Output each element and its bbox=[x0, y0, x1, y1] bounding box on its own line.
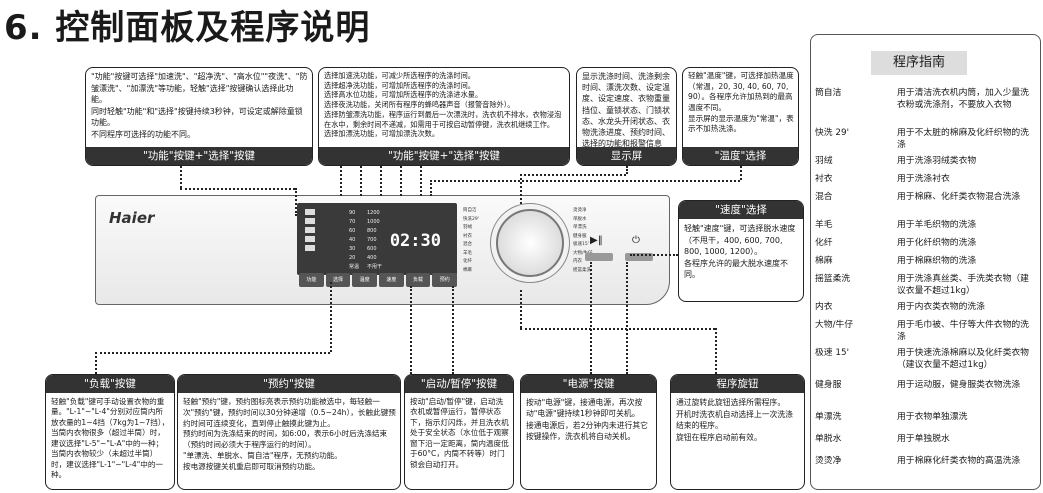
power-icon: ⏻ bbox=[632, 235, 640, 246]
callout-caption: "预约"按键 bbox=[178, 375, 400, 393]
display-icons bbox=[305, 209, 335, 254]
callout-line: 选择加漂洗功能，可增加漂洗次数。 bbox=[324, 129, 440, 139]
callout-line: "单漂洗、单脱水、筒自洁"程序，无预约功能。 bbox=[183, 450, 342, 460]
display-time: 02:30 bbox=[389, 231, 441, 251]
start-pause-button[interactable] bbox=[585, 253, 613, 261]
callout-caption: 程序旋钮 bbox=[671, 375, 804, 393]
callout-line: 按动"电源"键，接通电源，再次按动"电源"键持续1秒钟即可关机。 bbox=[526, 398, 643, 419]
callout-line: 按电源按键关机重启即可取消预约功能。 bbox=[183, 461, 320, 471]
temperature-button[interactable]: 温度 bbox=[352, 273, 378, 287]
reserve-button[interactable]: 预约 bbox=[432, 273, 458, 287]
callout-caption: "温度"选择 bbox=[683, 147, 798, 165]
callout-caption: "负载"按键 bbox=[46, 375, 174, 393]
callout-caption: 显示屏 bbox=[577, 147, 676, 165]
callout-line: 选择夜洗功能，关闭所有程序的蜂鸣器声音（报警音除外）。 bbox=[324, 100, 515, 110]
callout-line: "功能"按键可选择"加速洗"、"超净洗"、"高水位""夜洗"、"防皱漂洗"、"加… bbox=[91, 72, 308, 105]
callout-caption: "功能"按键+"选择"按键 bbox=[319, 147, 569, 165]
callout-load: "负载"按键 轻触"负载"键可手动设置衣物的重量。"L-1"~"L-4"分别对应… bbox=[45, 374, 175, 490]
callout-caption: "电源"按键 bbox=[521, 375, 656, 393]
callout-text: 按动"启动/暂停"键，启动洗衣机或暂停运行，暂停状态下，指示灯闪烁，并且洗衣机处… bbox=[410, 397, 509, 469]
start-pause-icon: ▶‖ bbox=[590, 235, 603, 246]
knob-labels-right: 烫烫净单脱水单漂洗健身服极速15'大物/牛仔内衣摇篮柔洗 bbox=[573, 208, 593, 273]
callout-program-knob: 程序旋钮 通过旋转此旋钮选择所需程序。 开机时洗衣机自动选择上一次洗涤结束的程序… bbox=[670, 374, 805, 490]
callout-display: 显示洗涤时间、洗涤剩余时间、漂洗次数、设定温度、设定速度、衣物重量挡位、童锁状态… bbox=[576, 67, 677, 166]
brand-logo: Haier bbox=[109, 209, 155, 227]
callout-line: 轻触"预约"键，预约图标亮表示预约功能被选中，每轻触一次"预约"键，预约时间以3… bbox=[183, 397, 396, 428]
callout-line: 选择防皱漂洗功能，程序运行到最后一次漂洗时，洗衣机不排水，衣物浸泡在水中，剩余时… bbox=[324, 109, 562, 129]
callout-line: 轻触"速度"键，可选择脱水速度（不甩干，400, 600, 700, 800, … bbox=[684, 224, 796, 257]
guide-title: 程序指南 bbox=[871, 51, 967, 75]
callout-caption: "速度"选择 bbox=[679, 201, 803, 219]
program-knob[interactable] bbox=[496, 209, 564, 277]
callout-line: 通过旋转此旋钮选择所需程序。 bbox=[676, 398, 786, 407]
callout-power: "电源"按键 按动"电源"键，接通电源，再次按动"电源"键持续1秒钟即可关机。 … bbox=[520, 374, 657, 490]
program-guide: 程序指南 筒自洁用于清洁洗衣机内筒，加入少量洗衣粉或洗涤剂，不要放入衣物 快洗 … bbox=[810, 34, 1041, 490]
callout-line: 同时轻触"功能"和"选择"按键持续3秒钟，可设定或解除童锁功能。 bbox=[91, 106, 303, 128]
callout-temperature: 轻触"温度"键，可选择加热温度（常温，20, 30, 40, 60, 70, 9… bbox=[682, 67, 799, 166]
callout-line: 各程序允许的最大脱水速度不同。 bbox=[684, 258, 788, 280]
callout-line: 开机时洗衣机自动选择上一次洗涤结束的程序。 bbox=[676, 409, 793, 431]
callout-line: 预约时间为洗涤结束的时间，如6:00，表示6小时后洗涤结束（预约时间必须大于程序… bbox=[183, 429, 388, 450]
callout-function-button: "功能"按键可选择"加速洗"、"超净洗"、"高水位""夜洗"、"防皱漂洗"、"加… bbox=[85, 67, 313, 166]
callout-line: 轻触"温度"键，可选择加热温度（常温，20, 30, 40, 60, 70, 9… bbox=[688, 71, 794, 112]
speed-button[interactable]: 速度 bbox=[379, 273, 404, 287]
callout-line: 选择高水位功能，可增加所选程序的洗涤进水量。 bbox=[324, 90, 483, 100]
callout-caption: "功能"按键+"选择"按键 bbox=[86, 147, 312, 165]
callout-text: 轻触"负载"键可手动设置衣物的重量。"L-1"~"L-4"分别对应筒内所放衣量的… bbox=[51, 397, 170, 480]
page-title: 6. 控制面板及程序说明 bbox=[4, 8, 371, 48]
callout-line: 选择超净洗功能，可增加所选程序的洗涤时间。 bbox=[324, 80, 475, 90]
callout-line: 旋钮在程序启动前有效。 bbox=[676, 433, 762, 443]
load-button[interactable]: 负载 bbox=[405, 273, 431, 287]
callout-line: 接通电源后，若2分钟内未进行其它按键操作，洗衣机将自动关机。 bbox=[526, 420, 648, 441]
panel-button-row: 功能 选择 温度 速度 负载 预约 bbox=[299, 273, 458, 287]
knob-labels-left: 筒自洁快洗29'羽绒衬衣混合羊毛化纤棉麻 bbox=[463, 208, 479, 273]
callout-line: 显示屏的显示温度为"常温"，表示不加热洗涤。 bbox=[688, 113, 794, 134]
callout-reserve: "预约"按键 轻触"预约"键，预约图标亮表示预约功能被选中，每轻触一次"预约"键… bbox=[177, 374, 401, 490]
callout-start-pause: "启动/暂停"按键 按动"启动/暂停"键，启动洗衣机或暂停运行，暂停状态下，指示… bbox=[404, 374, 514, 490]
function-button[interactable]: 功能 bbox=[299, 273, 324, 287]
callout-line: 选择加速洗功能，可减少所选程序的洗涤时间。 bbox=[324, 71, 475, 80]
callout-line: 不同程序可选择的功能不同。 bbox=[91, 129, 195, 139]
callout-function-details: 选择加速洗功能，可减少所选程序的洗涤时间。 选择超净洗功能，可增加所选程序的洗涤… bbox=[318, 67, 570, 166]
callout-caption: "启动/暂停"按键 bbox=[405, 375, 513, 393]
power-button[interactable] bbox=[625, 253, 653, 261]
callout-speed: "速度"选择 轻触"速度"键，可选择脱水速度（不甩干，400, 600, 700… bbox=[678, 200, 804, 302]
